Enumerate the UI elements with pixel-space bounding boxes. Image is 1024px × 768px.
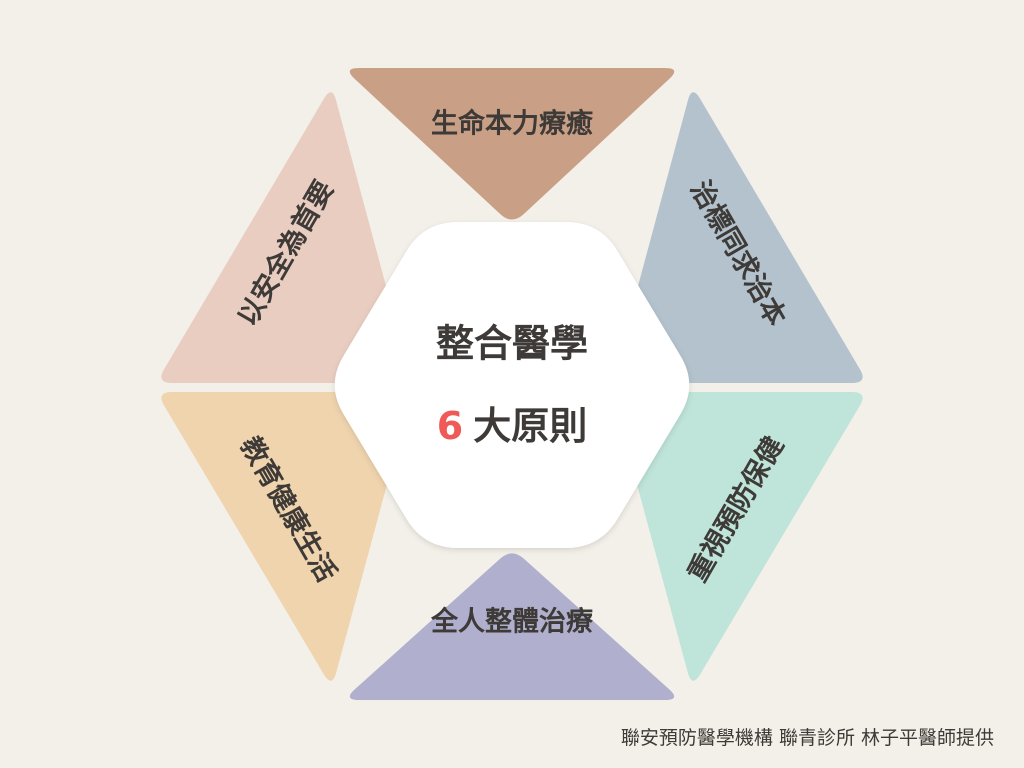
segment-lower-left: [161, 392, 409, 681]
segment-bottom: [349, 553, 675, 700]
segment-top: [349, 68, 675, 220]
center-number: 6: [437, 404, 463, 448]
segment-upper-right: [615, 92, 863, 383]
center-hexagon: [334, 222, 690, 548]
segment-lower-right: [615, 392, 863, 681]
segment-label-top: 生命本力療癒: [431, 108, 593, 140]
center-title: 整合醫學: [436, 322, 588, 366]
segment-label-bottom: 全人整體治療: [430, 606, 594, 638]
center-subtitle: 大原則: [473, 404, 587, 448]
segment-upper-left: [161, 92, 409, 383]
credit-line: 聯安預防醫學機構 聯青診所 林子平醫師提供: [620, 727, 994, 749]
